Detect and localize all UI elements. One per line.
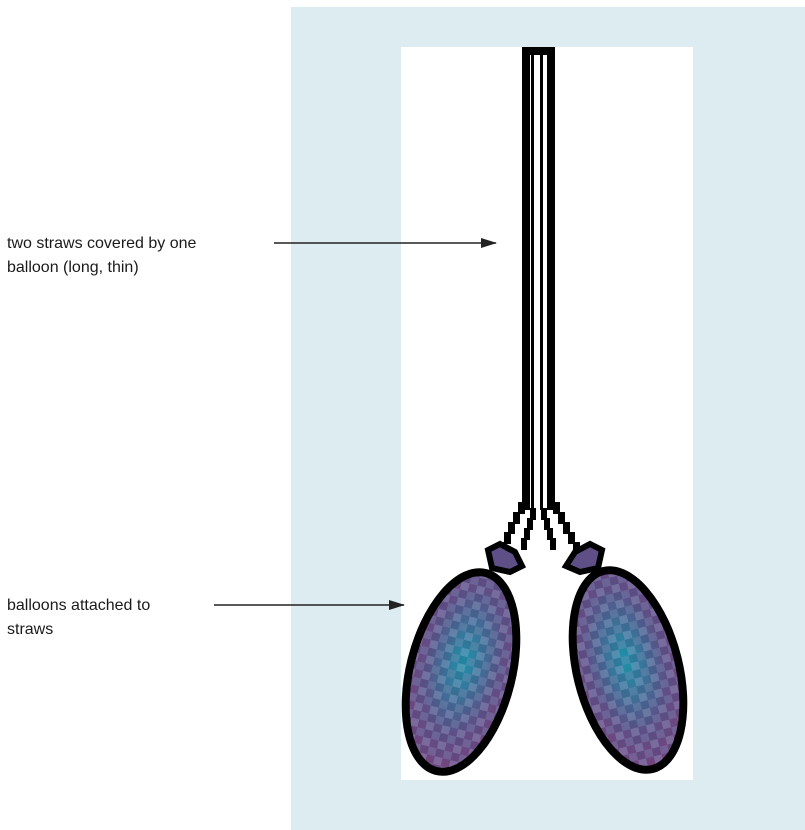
lung-model-diagram (0, 0, 805, 830)
